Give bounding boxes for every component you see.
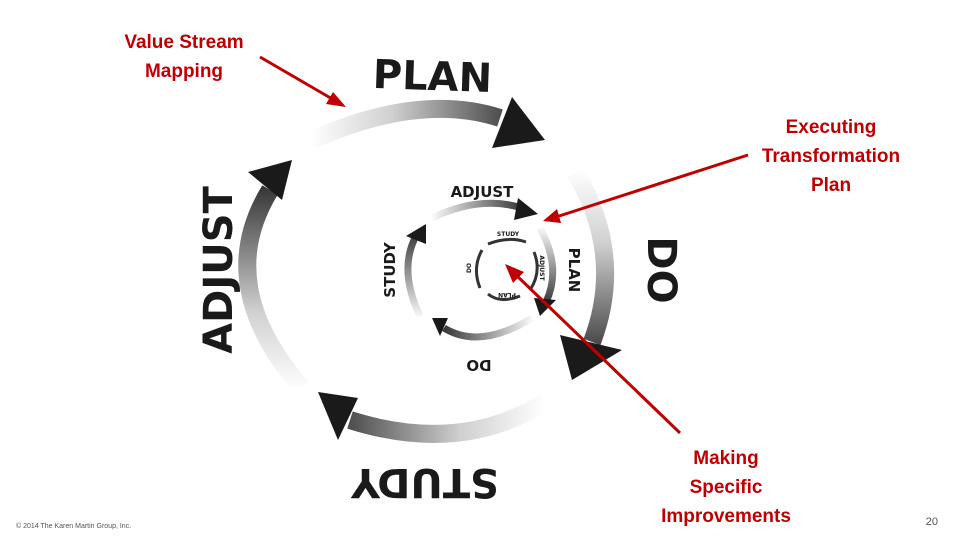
copyright-notice: © 2014 The Karen Martin Group, Inc.: [16, 523, 132, 530]
middle-left-arrow: [404, 234, 424, 318]
middle-bottom-arrowhead: [432, 318, 448, 336]
outer-do-arrowhead: [560, 335, 622, 380]
inner-left-arrow: [475, 249, 484, 289]
outer-plan-label: PLAN: [372, 52, 493, 102]
outer-study-label: STUDY: [350, 459, 499, 505]
outer-study-arrowhead: [318, 392, 358, 440]
callout-line: Executing: [785, 117, 877, 138]
middle-do-label: DO: [466, 356, 491, 374]
middle-bottom-arrow: [442, 315, 534, 341]
middle-left-arrowhead: [406, 224, 426, 244]
executing-pointer-head: [543, 209, 561, 223]
outer-study-arrow: [347, 394, 550, 443]
inner-top-arrow: [487, 237, 527, 246]
middle-top-arrow: [430, 199, 524, 222]
callout-line: Plan: [810, 175, 852, 196]
middle-plan-label: PLAN: [565, 248, 583, 293]
middle-cycle: [404, 198, 557, 341]
callout-line: Making: [693, 448, 759, 469]
making-pointer: [513, 272, 682, 435]
value-stream-pointer-head: [326, 92, 346, 107]
inner-plan-label: PLAN: [498, 291, 516, 298]
inner-cycle: [475, 237, 539, 301]
outer-adjust-arrowhead: [248, 160, 292, 200]
callout-line: Improvements: [661, 506, 791, 527]
outer-adjust-arrow: [238, 185, 309, 394]
callout-line: Value Stream: [124, 32, 244, 53]
outer-do-arrow: [567, 167, 615, 346]
page-number: 20: [925, 516, 938, 528]
outer-adjust-label: ADJUST: [196, 185, 242, 353]
outer-plan-arrowhead: [492, 97, 545, 148]
callout-executing-transformation-plan: Executing Transformation Plan: [748, 113, 914, 200]
inner-adjust-label: ADJUST: [538, 255, 545, 281]
middle-right-arrowhead: [534, 298, 556, 316]
outer-do-label: DO: [638, 236, 684, 303]
value-stream-pointer: [259, 55, 335, 102]
outer-plan-arrow: [308, 99, 503, 149]
middle-top-arrowhead: [514, 198, 538, 220]
callout-value-stream-mapping: Value Stream Mapping: [108, 28, 260, 86]
middle-adjust-label: ADJUST: [451, 183, 515, 201]
inner-study-label: STUDY: [497, 231, 520, 238]
callout-line: Mapping: [144, 61, 224, 82]
callout-pointers: [259, 55, 749, 435]
inner-bottom-arrow: [487, 292, 521, 301]
callout-line: Transformation: [761, 146, 901, 167]
making-pointer-head: [505, 264, 524, 283]
middle-study-label: STUDY: [381, 241, 399, 298]
executing-pointer: [555, 153, 749, 219]
inner-right-arrow: [528, 251, 539, 291]
callout-line: Specific: [689, 477, 763, 498]
inner-do-label: DO: [466, 263, 473, 273]
callout-making-specific-improvements: Making Specific Improvements: [648, 444, 804, 531]
middle-right-arrow: [536, 226, 557, 304]
outer-cycle: [238, 97, 622, 443]
